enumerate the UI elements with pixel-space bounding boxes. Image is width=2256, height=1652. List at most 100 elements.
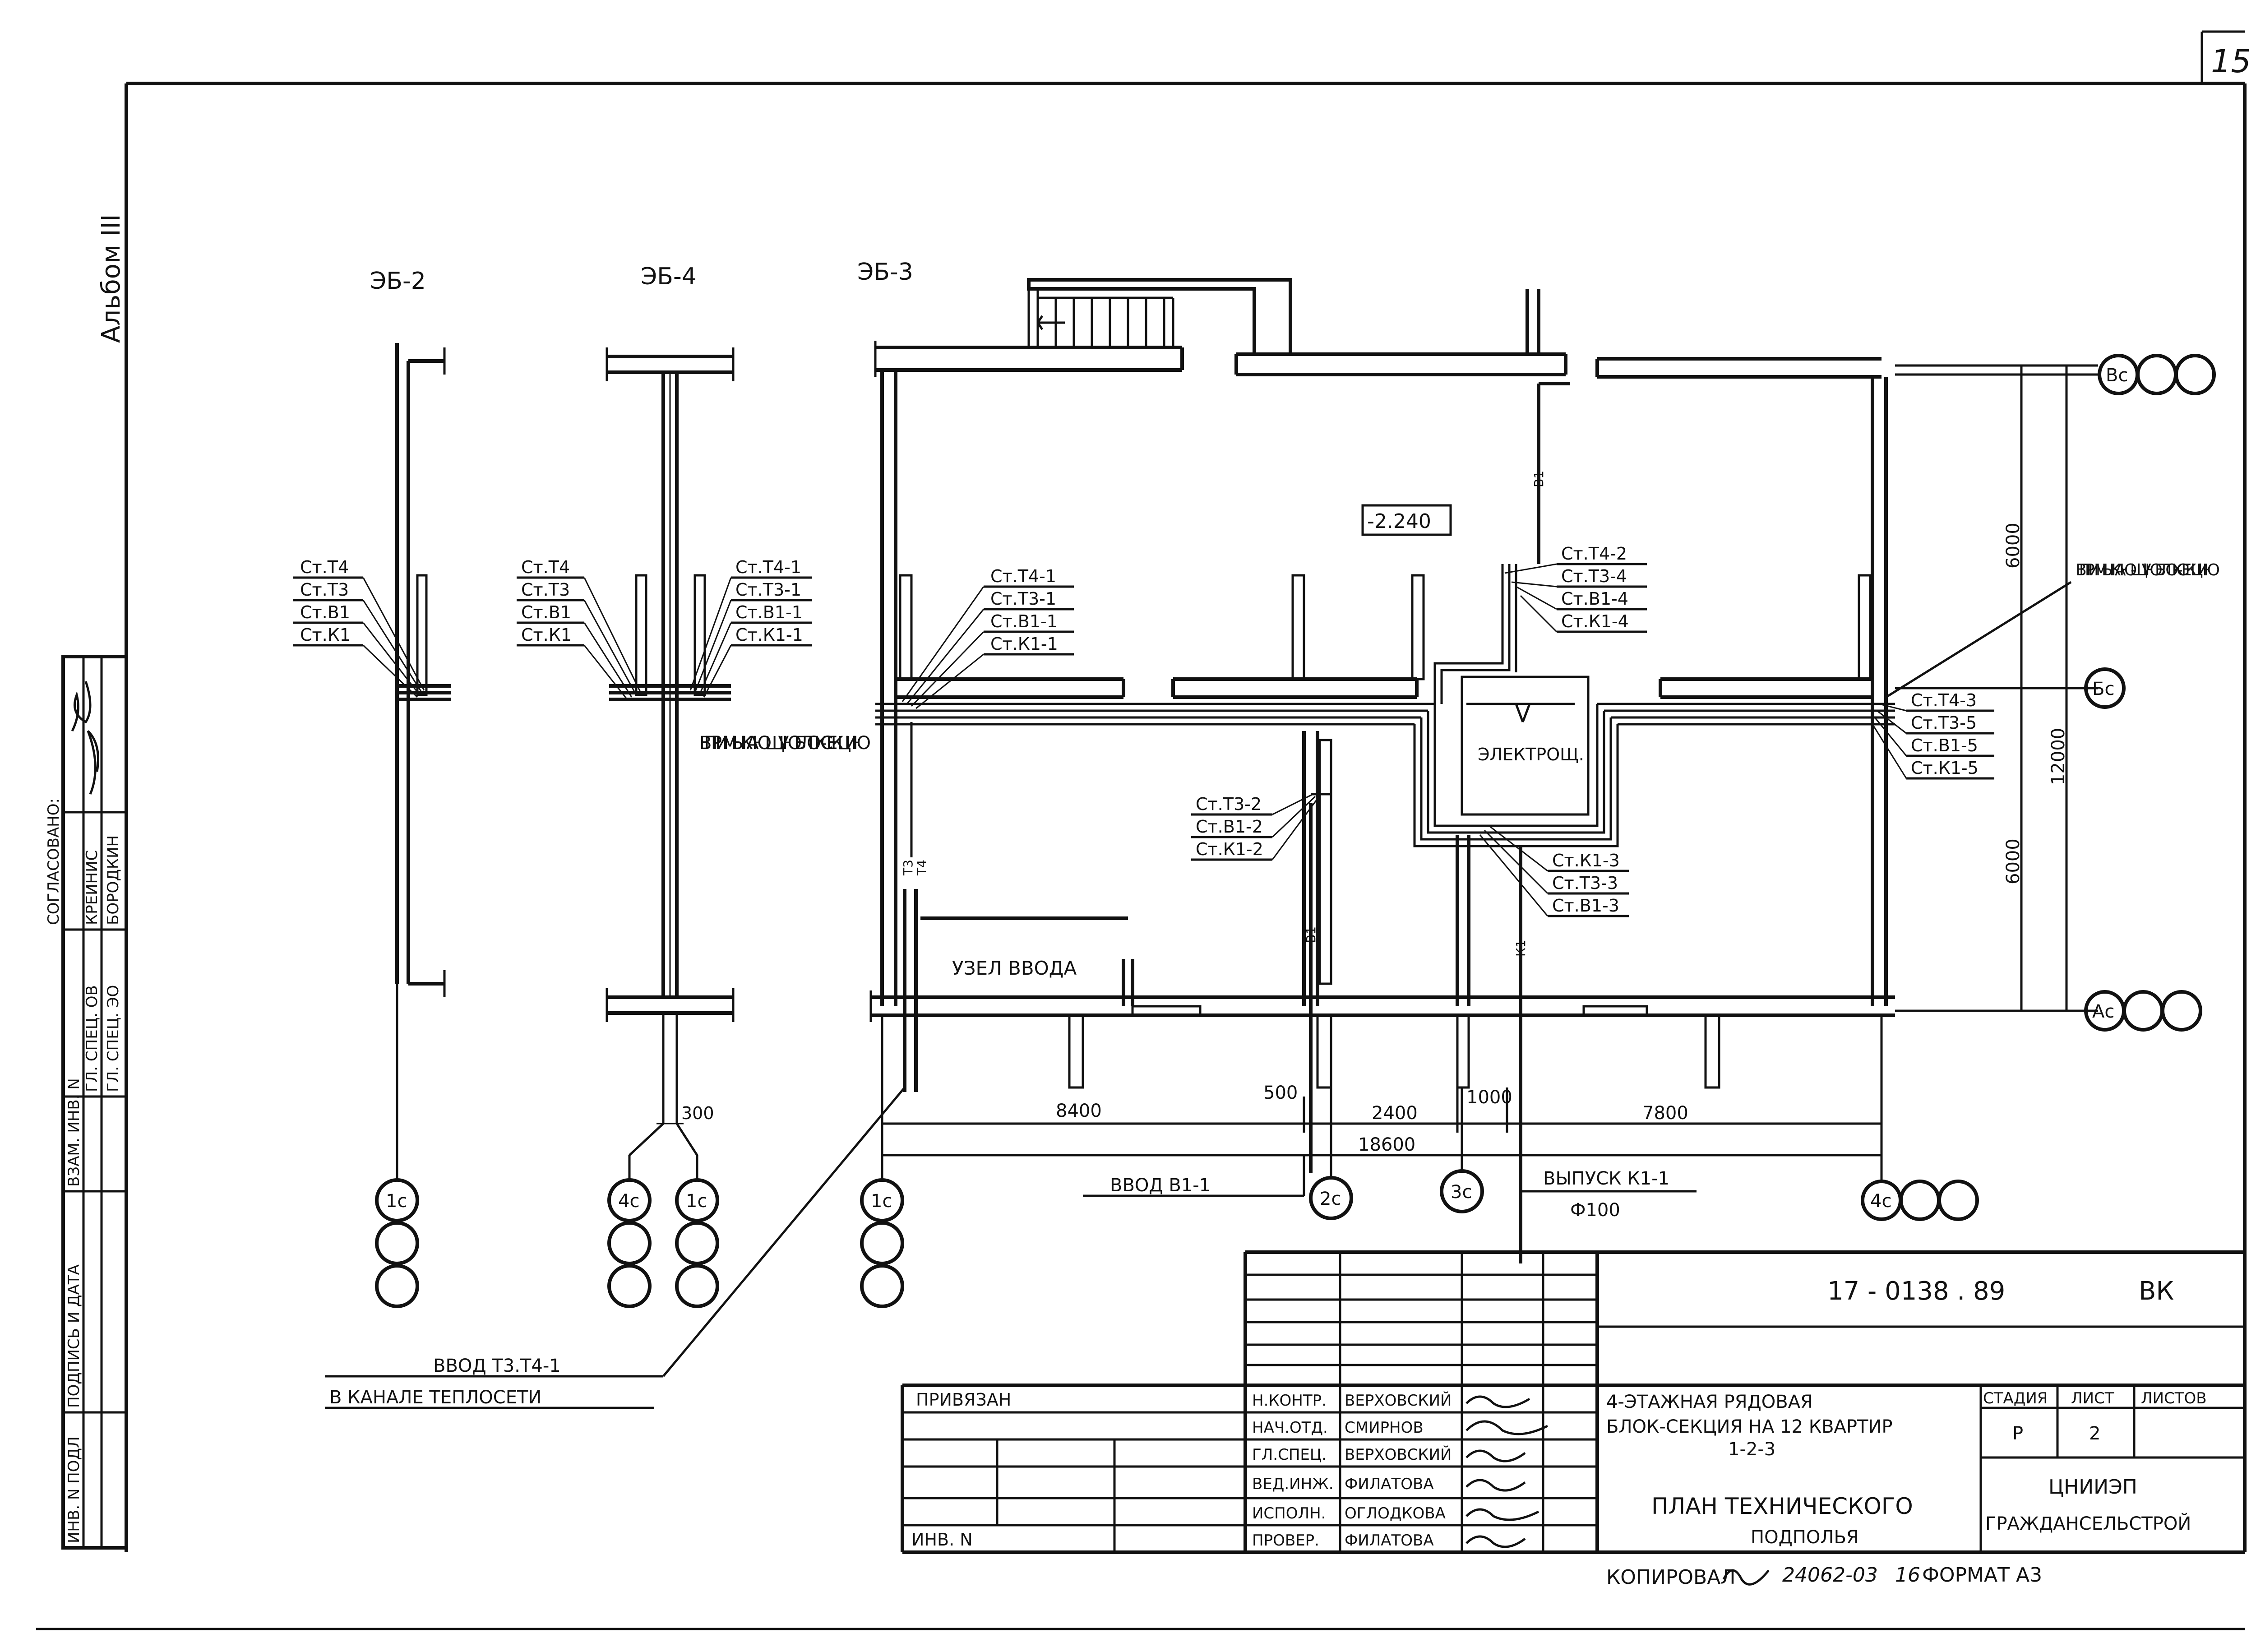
dimension-values: 8400 500 2400 1000 7800 18600 6000 6000 … bbox=[1056, 523, 2069, 1155]
section-label-eb3: ЭБ-3 bbox=[857, 259, 913, 286]
riser-label: Ст.Т3-4 bbox=[1561, 566, 1627, 586]
format-label: ФОРМАТ А3 bbox=[1922, 1564, 2042, 1587]
staff-name: ВЕРХОВСКИЙ bbox=[1345, 1391, 1452, 1410]
stamp-field-3: ИНВ. N ПОДЛ bbox=[65, 1436, 83, 1543]
doc-code: 17 - 0138 . 89 bbox=[1827, 1277, 2005, 1306]
axis-4c: 4с bbox=[1870, 1191, 1891, 1212]
building-line-1: 4-ЭТАЖНАЯ РЯДОВАЯ bbox=[1606, 1392, 1813, 1412]
eb3-riser-labels: Ст.Т4-1 Ст.Т3-1 Ст.В1-1 Ст.К1-1 bbox=[901, 566, 1074, 709]
entry-t-sub: В КАНАЛЕ ТЕПЛОСЕТИ bbox=[329, 1387, 541, 1408]
stamp-role-2: ГЛ. СПЕЦ. ЭО bbox=[104, 985, 122, 1092]
right-riser-labels: Ст.Т4-3 Ст.Т3-5 Ст.В1-5 Ст.К1-5 bbox=[1872, 690, 1994, 780]
pipe-b1-tag: В1 bbox=[1531, 471, 1546, 487]
stage-value: Р bbox=[2012, 1423, 2023, 1444]
stamp-name-2: БОРОДКИН bbox=[104, 835, 122, 925]
axis-vc: Вс bbox=[2106, 365, 2128, 386]
dim-6000a: 6000 bbox=[2003, 523, 2024, 569]
riser-label: Ст.Т4-1 bbox=[735, 557, 801, 577]
copied-label: КОПИРОВАЛ bbox=[1606, 1566, 1735, 1589]
left-stamp bbox=[61, 655, 128, 1550]
axis-bubbles: Вс Бс Ас 1с 4с 1с 1с 2с 3с bbox=[375, 354, 2216, 1308]
center-low-riser-labels: Ст.К1-3 Ст.Т3-3 Ст.В1-3 bbox=[1479, 825, 1629, 917]
dim-18600: 18600 bbox=[1358, 1134, 1415, 1155]
pipe-b1-tag: В1 bbox=[1304, 926, 1318, 943]
axis-2c: 2с bbox=[1320, 1189, 1341, 1209]
riser-label: Ст.Т3-1 bbox=[735, 580, 801, 600]
leader-line bbox=[1885, 581, 2072, 699]
staff-role: Н.КОНТР. bbox=[1252, 1392, 1327, 1410]
axis-4c: 4с bbox=[618, 1191, 639, 1212]
sheet-value: 2 bbox=[2089, 1423, 2100, 1444]
dim-300: 300 bbox=[681, 1103, 714, 1123]
axis-ac: Ас bbox=[2092, 1001, 2114, 1022]
entry-b1-label: ВВОД В1-1 bbox=[1110, 1175, 1211, 1196]
riser-label: Ст.Т4 bbox=[300, 557, 349, 577]
entry-outlet-notes: ВВОД В1-1 ВЫПУСК К1-1 Ф100 ВВОД Т3.Т4-1 … bbox=[325, 1087, 1697, 1409]
stamp-name-1: КРЕЙНИС bbox=[83, 850, 101, 925]
eb4-riser-labels-left: Ст.Т4 Ст.Т3 Ст.В1 Ст.К1 bbox=[517, 557, 642, 700]
left-stamp-text: СОГЛАСОВАНО: ГЛ. СПЕЦ. ОВ КРЕЙНИС ГЛ. СП… bbox=[45, 798, 122, 1543]
building-line-3: 1-2-3 bbox=[1728, 1439, 1775, 1460]
staff-role: НАЧ.ОТД. bbox=[1252, 1419, 1328, 1437]
center-mid-riser-labels: Ст.Т3-2 Ст.В1-2 Ст.К1-2 bbox=[1191, 793, 1318, 861]
building-line-2: БЛОК-СЕКЦИЯ НА 12 КВАРТИР bbox=[1606, 1416, 1893, 1437]
staff-name: СМИРНОВ bbox=[1345, 1419, 1424, 1437]
section-label-eb2: ЭБ-2 bbox=[370, 268, 426, 295]
riser-label: Ст.В1-1 bbox=[735, 602, 803, 622]
dim-8400: 8400 bbox=[1056, 1101, 1102, 1121]
org-line-2: ГРАЖДАНСЕЛЬСТРОЙ bbox=[1985, 1513, 2191, 1534]
outlet-dia-label: Ф100 bbox=[1570, 1200, 1620, 1221]
staff-role: ИСПОЛН. bbox=[1252, 1504, 1326, 1522]
elevation-mark-box bbox=[1361, 504, 1452, 536]
riser-label: Ст.К1 bbox=[300, 625, 351, 645]
riser-label: Ст.К1-1 bbox=[735, 625, 803, 645]
stamp-field-2: ПОДПИСЬ И ДАТА bbox=[65, 1264, 83, 1408]
eb2-riser-labels: Ст.Т4 Ст.Т3 Ст.В1 Ст.К1 bbox=[293, 557, 425, 698]
axis-3c: 3с bbox=[1451, 1182, 1472, 1203]
riser-label: Ст.Т4-2 bbox=[1561, 544, 1627, 564]
riser-label: Ст.В1 bbox=[300, 602, 350, 622]
copy-number: 16 bbox=[1895, 1564, 1920, 1587]
riser-label: Ст.К1-2 bbox=[1196, 839, 1263, 859]
order-number: 24062-03 bbox=[1782, 1564, 1878, 1587]
riser-label: Ст.Т3-2 bbox=[1196, 794, 1262, 814]
dim-500: 500 bbox=[1263, 1083, 1298, 1103]
outlet-k1-label: ВЫПУСК К1-1 bbox=[1543, 1168, 1669, 1189]
pipe-t4-tag: Т4 bbox=[914, 860, 929, 876]
riser-label: Ст.В1-2 bbox=[1196, 817, 1263, 837]
riser-label: Ст.Т3 bbox=[300, 580, 349, 600]
axis-1c: 1с bbox=[686, 1191, 707, 1212]
axis-1c: 1с bbox=[871, 1191, 892, 1212]
entry-node-label: УЗЕЛ ВВОДА bbox=[952, 957, 1077, 979]
staff-role: ГЛ.СПЕЦ. bbox=[1252, 1446, 1327, 1464]
riser-label: Ст.В1-1 bbox=[990, 611, 1058, 631]
footer: КОПИРОВАЛ 24062-03 16 ФОРМАТ А3 bbox=[1606, 1564, 2042, 1589]
pipe-k1-tag: К1 bbox=[1513, 939, 1528, 957]
riser-label: Ст.К1 bbox=[521, 625, 572, 645]
riser-label: Ст.В1-5 bbox=[1911, 736, 1978, 755]
elevation-mark: -2.240 bbox=[1367, 510, 1431, 533]
main-plan bbox=[869, 278, 1895, 1089]
staff-name: ФИЛАТОВА bbox=[1345, 1532, 1434, 1550]
riser-label: Ст.Т3-5 bbox=[1911, 713, 1977, 733]
eb2-fragment bbox=[395, 343, 451, 1182]
attached-label: ПРИВЯЗАН bbox=[916, 1390, 1011, 1410]
adjacent-section-note-left: В ПРИМЫКАЮЩУЮ БЛОК-СЕКЦИЮ bbox=[699, 733, 871, 754]
staff-name: ОГЛОДКОВА bbox=[1345, 1504, 1446, 1522]
pipes bbox=[875, 382, 1895, 1263]
dim-2400: 2400 bbox=[1372, 1103, 1418, 1124]
section-label-eb4: ЭБ-4 bbox=[641, 263, 697, 290]
staff-name: ФИЛАТОВА bbox=[1345, 1475, 1434, 1493]
signature-scribbles bbox=[1465, 1395, 1549, 1548]
inv-label: ИНВ. N bbox=[911, 1530, 973, 1550]
electro-room bbox=[1461, 676, 1590, 816]
riser-label: Ст.Т3 bbox=[521, 580, 570, 600]
riser-label: Ст.Т3-1 bbox=[990, 589, 1056, 609]
dim-6000b: 6000 bbox=[2003, 838, 2024, 884]
dim-7800: 7800 bbox=[1642, 1103, 1688, 1124]
sheet-header: ЛИСТ bbox=[2071, 1389, 2114, 1407]
sheets-header: ЛИСТОВ bbox=[2141, 1389, 2207, 1407]
dim-12000: 12000 bbox=[2048, 728, 2069, 785]
riser-label: Ст.К1-3 bbox=[1552, 851, 1620, 870]
